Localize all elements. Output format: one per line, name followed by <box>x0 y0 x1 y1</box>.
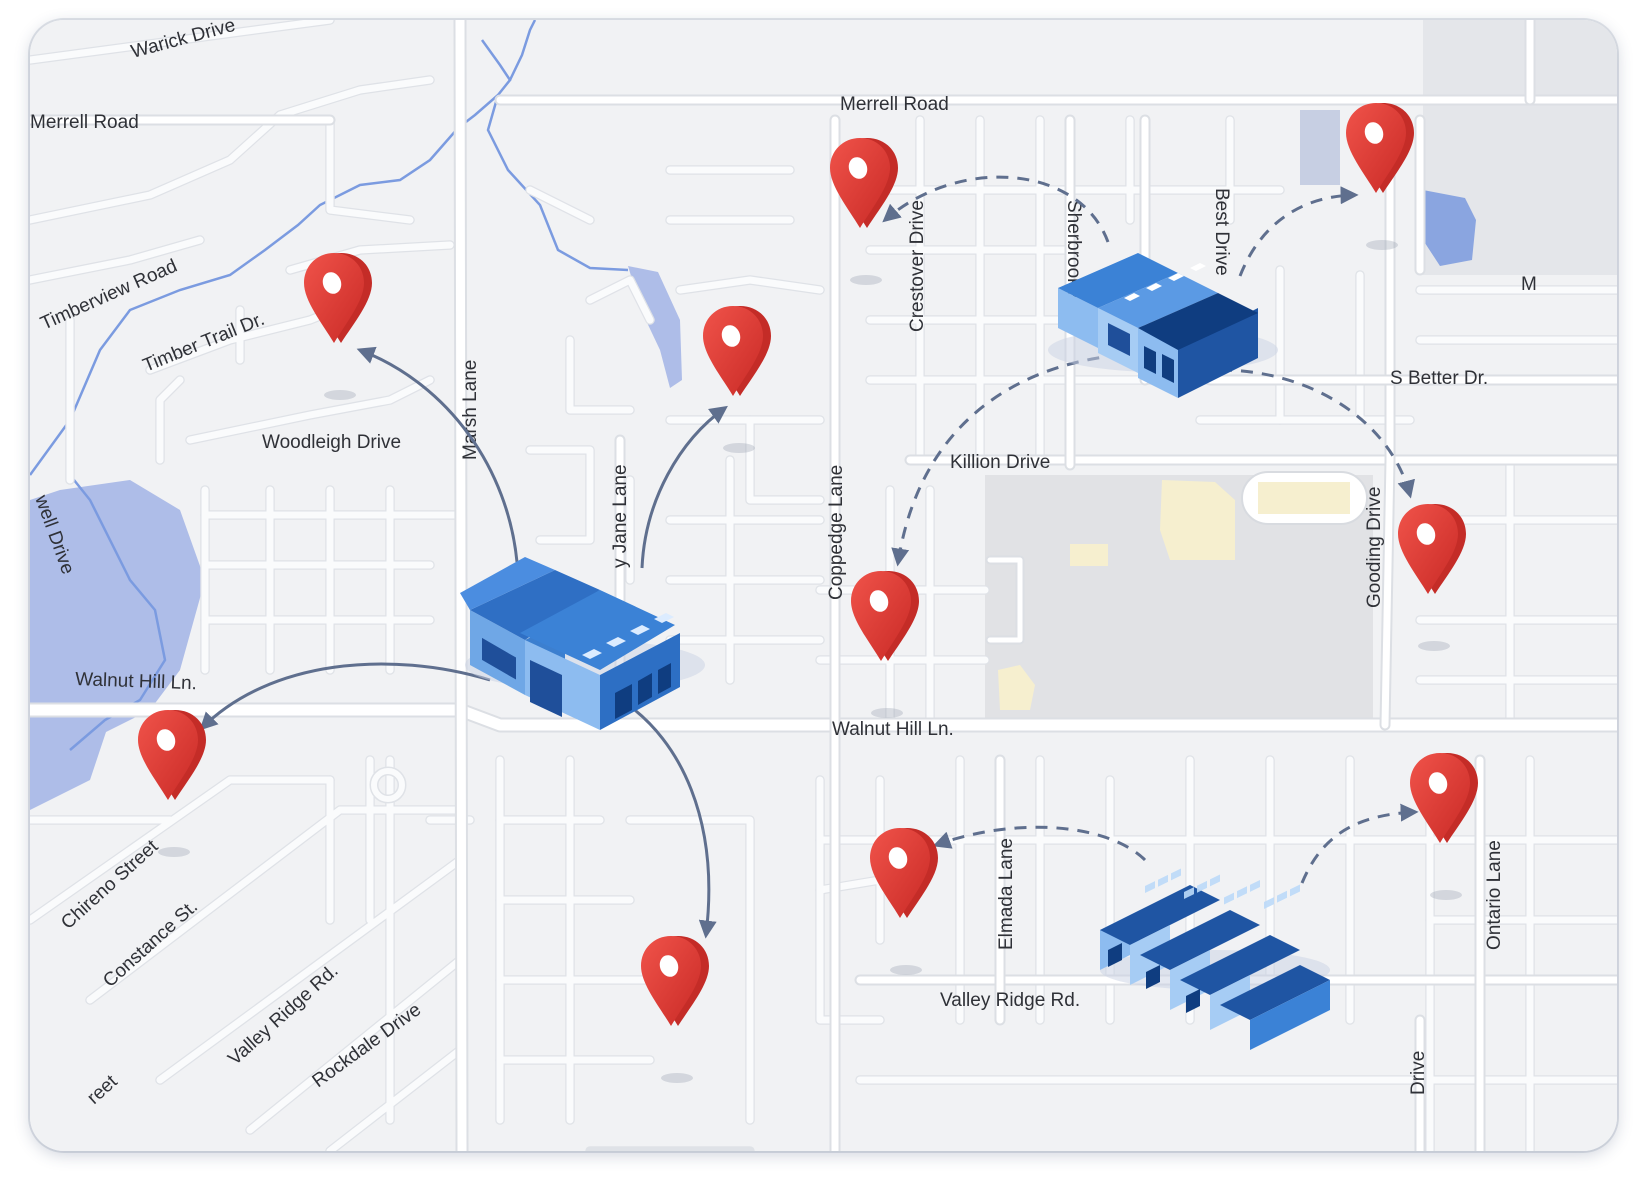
route-arrow <box>199 662 491 731</box>
street-label-best-drive: Best Drive <box>1211 188 1232 276</box>
park-area <box>30 480 205 750</box>
street-label-merrell-road-left: Merrell Road <box>30 112 139 133</box>
route-arrow-dashed <box>932 825 1147 862</box>
street-label-coppedge-lane: Coppedge Lane <box>826 465 847 600</box>
route-arrow-dashed <box>882 175 1110 243</box>
route-arrow <box>640 405 728 569</box>
river <box>30 39 512 476</box>
route-arrow-dashed <box>1219 368 1415 499</box>
route-arrow-dashed <box>1238 186 1359 277</box>
street-label-killion-drive: Killion Drive <box>950 452 1050 473</box>
map-card[interactable]: Warick Drive Merrell Road Merrell Road T… <box>30 20 1617 1151</box>
street-label-woodleigh-drive: Woodleigh Drive <box>262 432 401 453</box>
street-label-jane-lane: y Jane Lane <box>610 464 631 568</box>
route-arrow-dashed <box>891 353 1121 567</box>
warehouse-icon[interactable] <box>460 557 705 730</box>
sand-field <box>1160 480 1235 560</box>
street-label-valley-ridge-right: Valley Ridge Rd. <box>940 990 1080 1011</box>
street-label-drive-fragment: Drive <box>1408 1051 1429 1095</box>
street-label-marsh-lane: Marsh Lane <box>460 360 481 460</box>
park-area-west <box>30 700 110 810</box>
route-arrow-dashed <box>1300 803 1419 884</box>
map-canvas[interactable]: Warick Drive Merrell Road Merrell Road T… <box>30 20 1617 1151</box>
street-label-crestover-drive: Crestover Drive <box>907 200 928 332</box>
street-label-gooding-drive: Gooding Drive <box>1364 487 1385 608</box>
street-label-elmada-lane: Elmada Lane <box>996 838 1017 950</box>
routes <box>199 175 1419 939</box>
street-label-walnut-hill-center: Walnut Hill Ln. <box>832 719 954 740</box>
street-label-ontario-lane: Ontario Lane <box>1484 840 1505 950</box>
street-label-s-better-dr: S Better Dr. <box>1390 368 1488 389</box>
warehouse-icon[interactable] <box>1048 253 1278 398</box>
solar-houses-icon[interactable] <box>1100 868 1330 1050</box>
street-label-m: M <box>1521 274 1537 295</box>
route-arrow <box>623 700 717 939</box>
route-arrow <box>356 346 519 563</box>
building-lot <box>1300 110 1340 185</box>
major-roads <box>30 20 1617 1151</box>
street-label-walnut-hill-left: Walnut Hill Ln. <box>75 669 197 694</box>
street-label-merrell-road-top: Merrell Road <box>840 94 949 115</box>
street-label-sherbrooke: Sherbrooke <box>1063 200 1084 298</box>
